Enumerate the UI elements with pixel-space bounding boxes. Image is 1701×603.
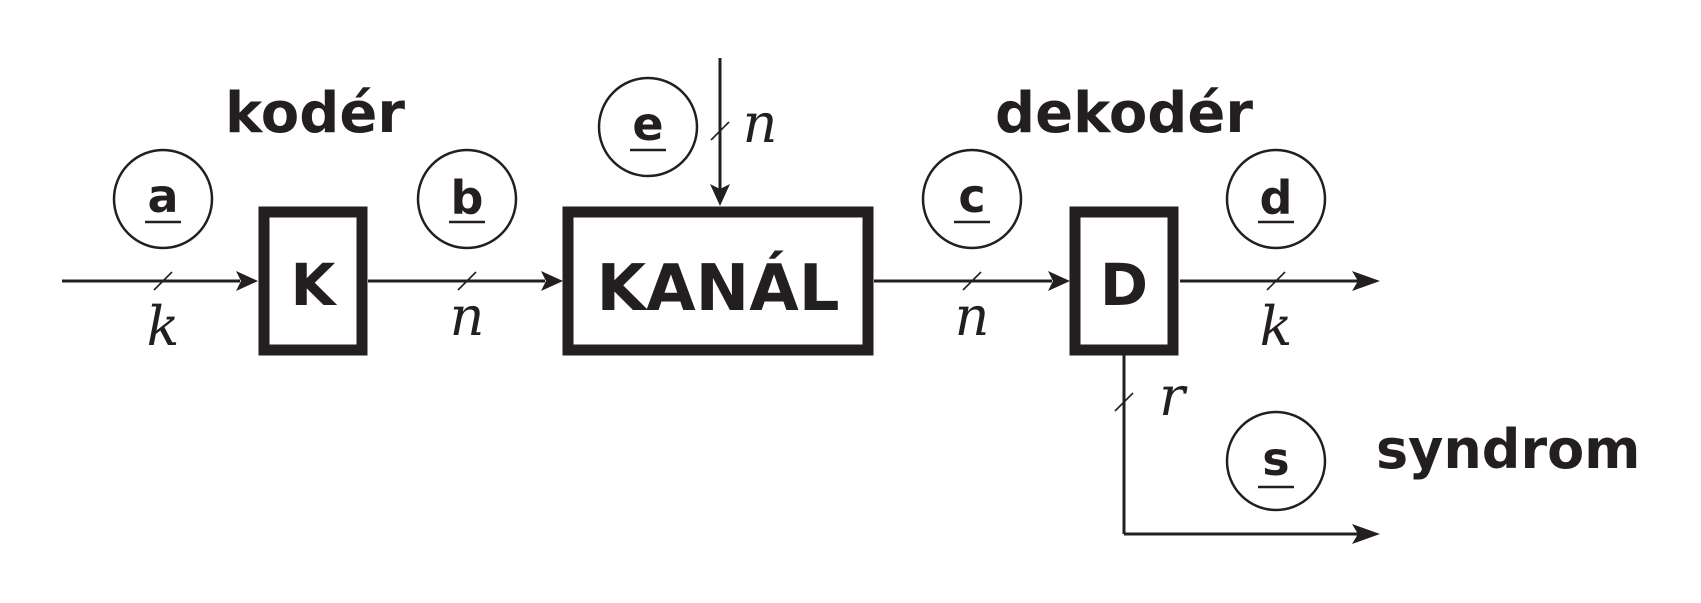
decoder-block xyxy=(1069,206,1179,356)
bus-slash xyxy=(457,271,477,291)
coder-block-label: K xyxy=(291,251,338,319)
bus-slash xyxy=(1114,392,1134,412)
width-label-syndrome: r xyxy=(1159,365,1188,428)
width-label-input: k xyxy=(147,295,180,358)
vector-d-label: d xyxy=(1260,171,1293,225)
decoder-block-label: D xyxy=(1100,251,1148,319)
syndrome-title: syndrom xyxy=(1376,418,1640,481)
output-arrowhead xyxy=(1352,271,1380,291)
bus-slash xyxy=(1266,271,1286,291)
width-label-received: n xyxy=(955,285,990,348)
bus-slash xyxy=(153,271,173,291)
bus-slash xyxy=(710,121,730,141)
vector-e-label: e xyxy=(632,97,663,151)
vector-c-label: c xyxy=(958,169,985,223)
vector-d-circle xyxy=(1225,148,1327,250)
coder-block xyxy=(258,206,368,356)
width-label-output: k xyxy=(1260,295,1293,358)
vector-b-label: b xyxy=(451,171,484,225)
channel-block xyxy=(562,206,874,356)
vector-a-label: a xyxy=(147,169,178,223)
input-arrowhead xyxy=(236,271,258,291)
vector-a-circle xyxy=(112,148,214,250)
width-label-error: n xyxy=(743,92,778,155)
vector-c-circle xyxy=(921,148,1023,250)
coded-arrowhead xyxy=(541,271,563,291)
decoder-title: dekodér xyxy=(995,81,1253,146)
width-label-coded: n xyxy=(450,285,485,348)
error-arrowhead xyxy=(710,184,730,206)
channel-block-label: KANÁL xyxy=(597,250,840,326)
vector-e-circle xyxy=(597,76,699,178)
vector-s-circle xyxy=(1225,410,1327,512)
syndrome-arrowhead xyxy=(1352,524,1380,544)
coder-title: kodér xyxy=(225,81,405,146)
vector-b-circle xyxy=(416,148,518,250)
received-arrowhead xyxy=(1048,271,1070,291)
bus-slash xyxy=(962,271,982,291)
vector-s-label: s xyxy=(1262,432,1289,486)
